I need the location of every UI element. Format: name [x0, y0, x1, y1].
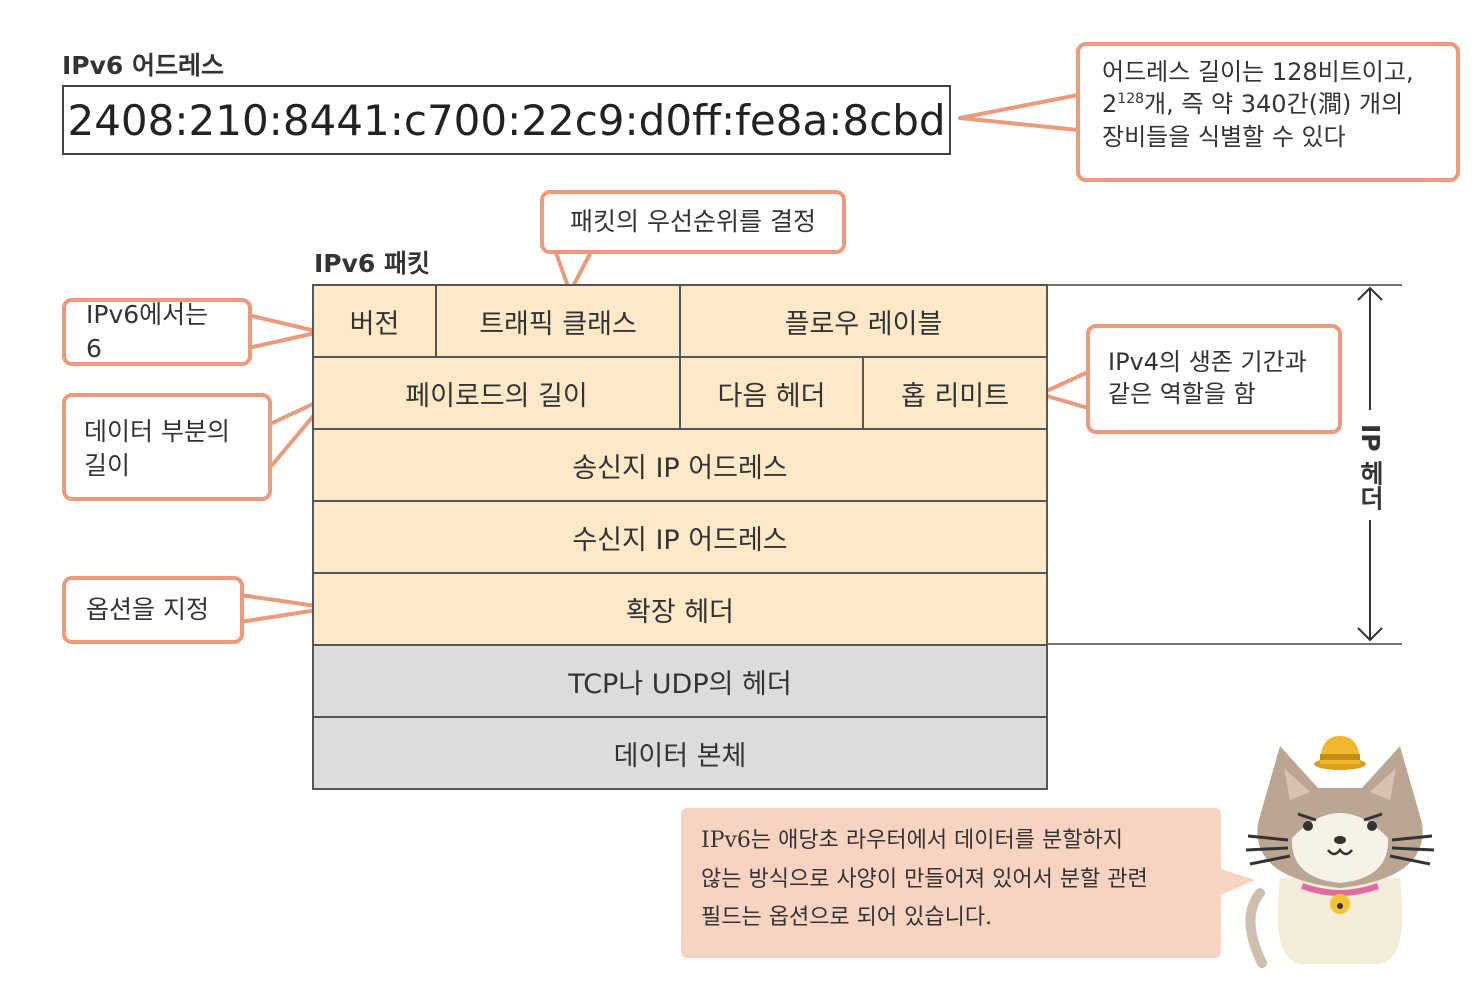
ip-header-label: IP 헤더 [1352, 420, 1388, 515]
destination-address-cell: 수신지 IP 어드레스 [312, 500, 1048, 574]
version-callout-text: IPv6에서는 6 [86, 300, 209, 363]
flow-label-cell: 플로우 레이블 [679, 284, 1048, 358]
hop-limit-line1: IPv4의 생존 기간과 [1108, 348, 1307, 376]
data-length-line2: 길이 [84, 450, 131, 480]
priority-callout: 패킷의 우선순위를 결정 [540, 190, 846, 254]
options-callout-text: 옵션을 지정 [86, 595, 209, 625]
data-length-callout: 데이터 부분의 길이 [62, 393, 272, 501]
version-cell: 버전 [312, 284, 437, 358]
hop-limit-line2: 같은 역할을 함 [1108, 380, 1256, 409]
extension-header-cell: 확장 헤더 [312, 572, 1048, 646]
source-address-cell: 송신지 IP 어드레스 [312, 428, 1048, 502]
ipv6-address-title: IPv6 어드레스 [62, 51, 225, 80]
data-length-line1: 데이터 부분의 [84, 417, 230, 446]
options-callout: 옵션을 지정 [62, 576, 244, 644]
priority-text: 패킷의 우선순위를 결정 [570, 207, 816, 237]
traffic-class-cell: 트래픽 클래스 [435, 284, 681, 358]
data-body-cell: 데이터 본체 [312, 716, 1048, 790]
hop-limit-cell: 홉 리미트 [862, 356, 1048, 430]
ipv6-address-value: 2408:210:8441:c700:22c9:d0ff:fe8a:8cbd [67, 95, 946, 145]
address-length-callout: 어드레스 길이는 128비트이고, 2128개, 즉 약 340간(澗) 개의 … [1076, 42, 1460, 182]
speech-line3: 필드는 옵션으로 되어 있습니다. [701, 905, 993, 930]
hop-limit-callout: IPv4의 생존 기간과 같은 역할을 함 [1086, 324, 1342, 434]
next-header-cell: 다음 헤더 [679, 356, 864, 430]
address-length-line3: 장비들을 식별할 수 있다 [1102, 122, 1346, 151]
ipv6-address-box: 2408:210:8441:c700:22c9:d0ff:fe8a:8cbd [62, 85, 951, 155]
cat-mascot-illustration [1245, 736, 1435, 968]
cat-speech-bubble: IPv6는 애당초 라우터에서 데이터를 분할하지 않는 방식으로 사양이 만들… [681, 808, 1221, 958]
version-callout: IPv6에서는 6 [62, 298, 252, 366]
address-length-line2: 2128개, 즉 약 340간(澗) 개의 [1102, 90, 1404, 119]
ipv6-packet-title: IPv6 패킷 [314, 249, 431, 278]
speech-line2: 않는 방식으로 사양이 만들어져 있어서 분할 관련 [701, 866, 1148, 892]
payload-length-cell: 페이로드의 길이 [312, 356, 681, 430]
address-length-line1: 어드레스 길이는 128비트이고, [1102, 58, 1414, 86]
tcp-udp-header-cell: TCP나 UDP의 헤더 [312, 644, 1048, 718]
speech-line1: IPv6는 애당초 라우터에서 데이터를 분할하지 [701, 828, 1123, 853]
